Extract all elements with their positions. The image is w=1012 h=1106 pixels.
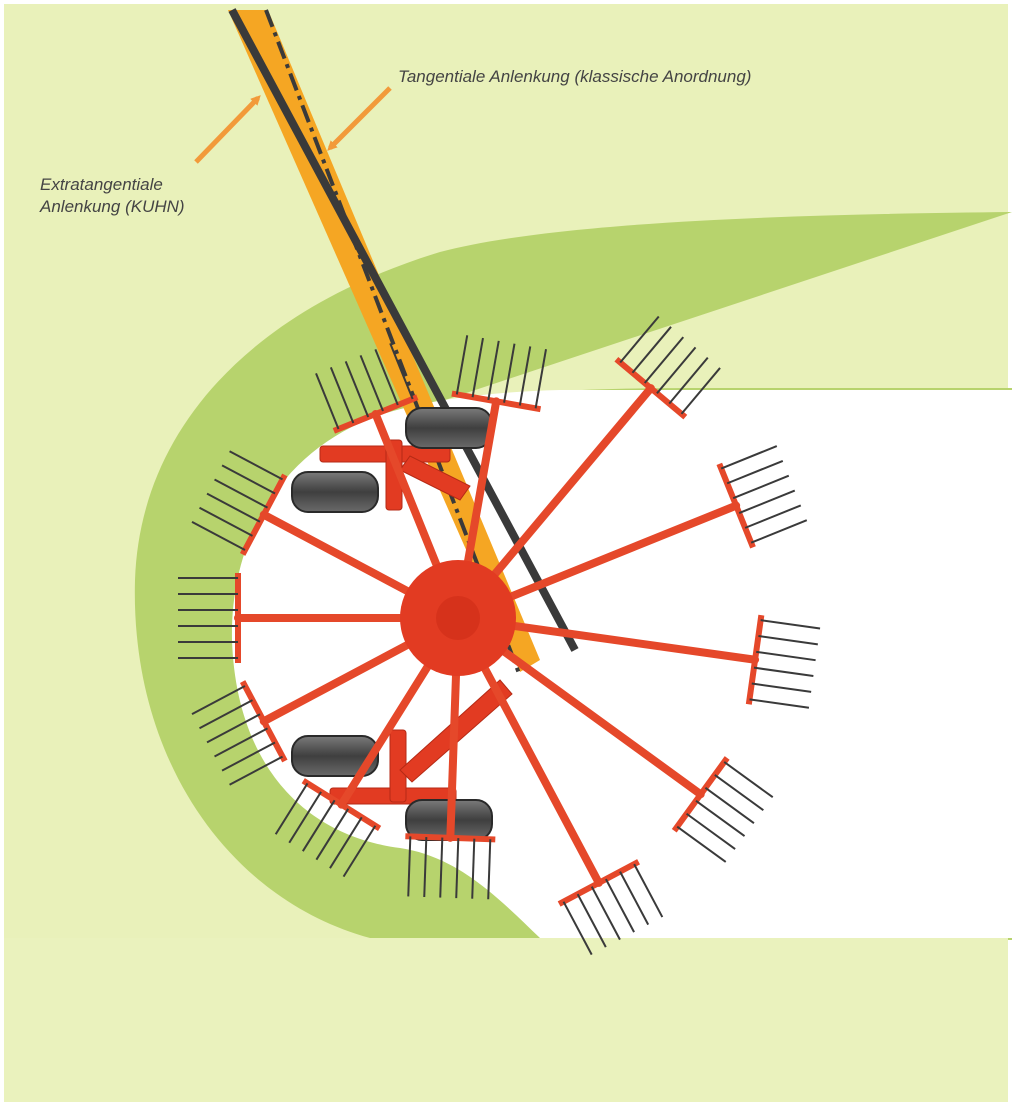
label-extratangential-line2: Anlenkung (KUHN) (40, 197, 185, 216)
tine-bar (405, 836, 495, 839)
label-extratangential-line1: Extratangentiale (40, 175, 163, 194)
label-extratangential: Extratangentiale Anlenkung (KUHN) (40, 174, 185, 218)
rotor-hub-center (436, 596, 480, 640)
label-tangential: Tangentiale Anlenkung (klassische Anordn… (398, 66, 751, 88)
lower-strip (4, 938, 1008, 1102)
tire-icon (406, 408, 492, 448)
tire-icon (292, 472, 378, 512)
